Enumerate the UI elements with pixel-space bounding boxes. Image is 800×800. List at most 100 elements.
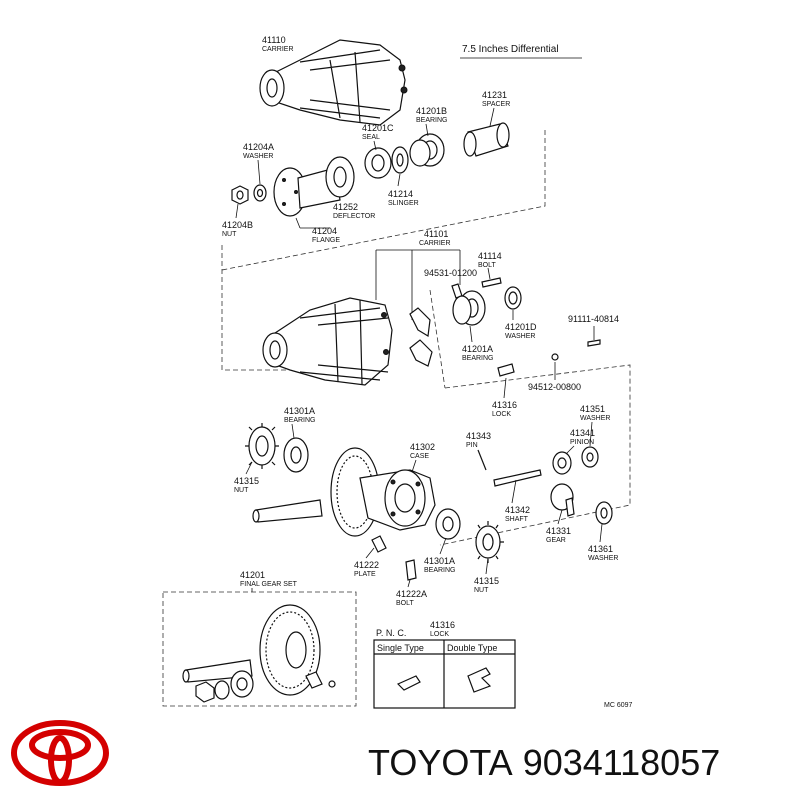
- brand-name: TOYOTA: [368, 742, 513, 783]
- guide-line-right: [439, 364, 631, 546]
- label-41204-code: 41204: [312, 226, 337, 236]
- label-41301A2-name: BEARING: [424, 567, 456, 574]
- label-41315b-name: NUT: [474, 587, 489, 594]
- label-41351-name: WASHER: [580, 415, 610, 422]
- label-41201C-code: 41201C: [362, 123, 394, 133]
- label-41110-name: CARRIER: [262, 46, 294, 53]
- label-41222-name: PLATE: [354, 571, 376, 578]
- washer-41204A-part: [253, 184, 267, 202]
- label-41342-code: 41342: [505, 505, 530, 515]
- label-41214-code: 41214: [388, 189, 413, 199]
- label-41201D-name: WASHER: [505, 333, 535, 340]
- label-41315b-code: 41315: [474, 576, 499, 586]
- label-41201D-code: 41201D: [505, 322, 537, 332]
- label-41302-name: CASE: [410, 453, 429, 460]
- label-41315-code: 41315: [234, 476, 259, 486]
- label-94531-code: 94531-01200: [424, 268, 477, 278]
- label-41201A-name: BEARING: [462, 355, 494, 362]
- nut-41315-left-part: [245, 423, 279, 469]
- label-41315-name: NUT: [234, 487, 249, 494]
- guide-line-mid: [429, 289, 446, 389]
- label-41201B-name: BEARING: [416, 117, 448, 124]
- flange-part: [273, 156, 355, 217]
- bearing-41301A-left-part: [283, 437, 309, 473]
- label-41343-code: 41343: [466, 431, 491, 441]
- label-41214-name: SLINGER: [388, 200, 419, 207]
- label-41341-code: 41341: [570, 428, 595, 438]
- seal-part: [364, 147, 392, 179]
- drawing-code: MC 6097: [604, 702, 633, 709]
- table-pnc-code: 41316: [430, 620, 455, 630]
- label-41201B-code: 41201B: [416, 106, 447, 116]
- lock-41316-part: [497, 363, 515, 377]
- label-41114-code: 41114: [478, 251, 502, 261]
- slinger-part: [391, 146, 409, 174]
- label-41222A-name: BOLT: [396, 600, 414, 607]
- carrier-main-part: [262, 297, 393, 386]
- label-41201C-name: SEAL: [362, 134, 380, 141]
- label-41331-code: 41331: [546, 526, 571, 536]
- table-pnc-label: P. N. C.: [376, 628, 406, 638]
- washer-94512-part: [551, 353, 559, 361]
- label-94512-code: 94512-00800: [528, 382, 581, 392]
- carrier-top-part: [259, 39, 408, 126]
- shaft-part: [493, 469, 542, 487]
- label-41343-name: PIN: [466, 442, 478, 449]
- label-41231-name: SPACER: [482, 101, 510, 108]
- guide-line-top: [221, 130, 546, 271]
- pinion-part: [552, 451, 572, 475]
- label-41341-name: PINION: [570, 439, 594, 446]
- label-41222A-code: 41222A: [396, 589, 427, 599]
- label-41204-name: FLANGE: [312, 237, 340, 244]
- label-41204A-name: WASHER: [243, 153, 273, 160]
- label-41301A2-code: 41301A: [424, 556, 455, 566]
- washer-41201D-part: [504, 286, 522, 310]
- label-41331-name: GEAR: [546, 537, 566, 544]
- label-41201-code: 41201: [240, 570, 265, 580]
- label-91111-code: 91111-40814: [568, 314, 619, 324]
- label-41361-name: WASHER: [588, 555, 618, 562]
- label-41252-name: DEFLECTOR: [333, 213, 375, 220]
- bearing-cap-upper: [409, 307, 431, 337]
- nut-41315-right-part: [475, 521, 504, 563]
- label-41342-name: SHAFT: [505, 516, 529, 523]
- table-pnc-name: LOCK: [430, 631, 449, 638]
- bearing-41301A-right-part: [435, 508, 461, 540]
- bolt-41114-part: [481, 277, 502, 288]
- label-41301A-code: 41301A: [284, 406, 315, 416]
- label-41101-name: CARRIER: [419, 240, 451, 247]
- spacer-part: [463, 122, 510, 157]
- label-41204B-code: 41204B: [222, 220, 253, 230]
- bolt-91111-part: [587, 339, 601, 347]
- table-col-double: Double Type: [447, 643, 497, 653]
- label-41204A-code: 41204A: [243, 142, 274, 152]
- label-41301A-name: BEARING: [284, 417, 316, 424]
- label-41114-name: BOLT: [478, 262, 496, 269]
- bolt-41222A-part: [405, 559, 417, 581]
- bearing-41201A-part: [452, 290, 486, 326]
- part-number: 9034118057: [523, 742, 721, 783]
- label-41302-code: 41302: [410, 442, 435, 452]
- label-41361-code: 41361: [588, 544, 613, 554]
- washer-41361-part: [595, 501, 613, 525]
- label-41101-code: 41101: [424, 229, 448, 239]
- plate-part: [371, 535, 387, 553]
- label-41231-code: 41231: [482, 90, 507, 100]
- ring-gear-case-part: [252, 447, 436, 537]
- label-41252-code: 41252: [333, 202, 358, 212]
- label-41351-code: 41351: [580, 404, 605, 414]
- label-41316-code: 41316: [492, 400, 517, 410]
- bearing-cap-lower: [409, 339, 433, 367]
- washer-41351-part: [581, 446, 599, 468]
- diagram-title: 7.5 Inches Differential: [462, 44, 559, 55]
- nut-41204B-part: [231, 185, 249, 205]
- label-41110-code: 41110: [262, 35, 286, 45]
- label-41201A-code: 41201A: [462, 344, 493, 354]
- bearing-41201B-part: [409, 133, 445, 167]
- pin-part: [477, 449, 487, 471]
- single-lock-icon: [396, 675, 421, 691]
- double-lock-icon: [467, 667, 492, 693]
- label-41204B-name: NUT: [222, 231, 237, 238]
- label-41316-name: LOCK: [492, 411, 511, 418]
